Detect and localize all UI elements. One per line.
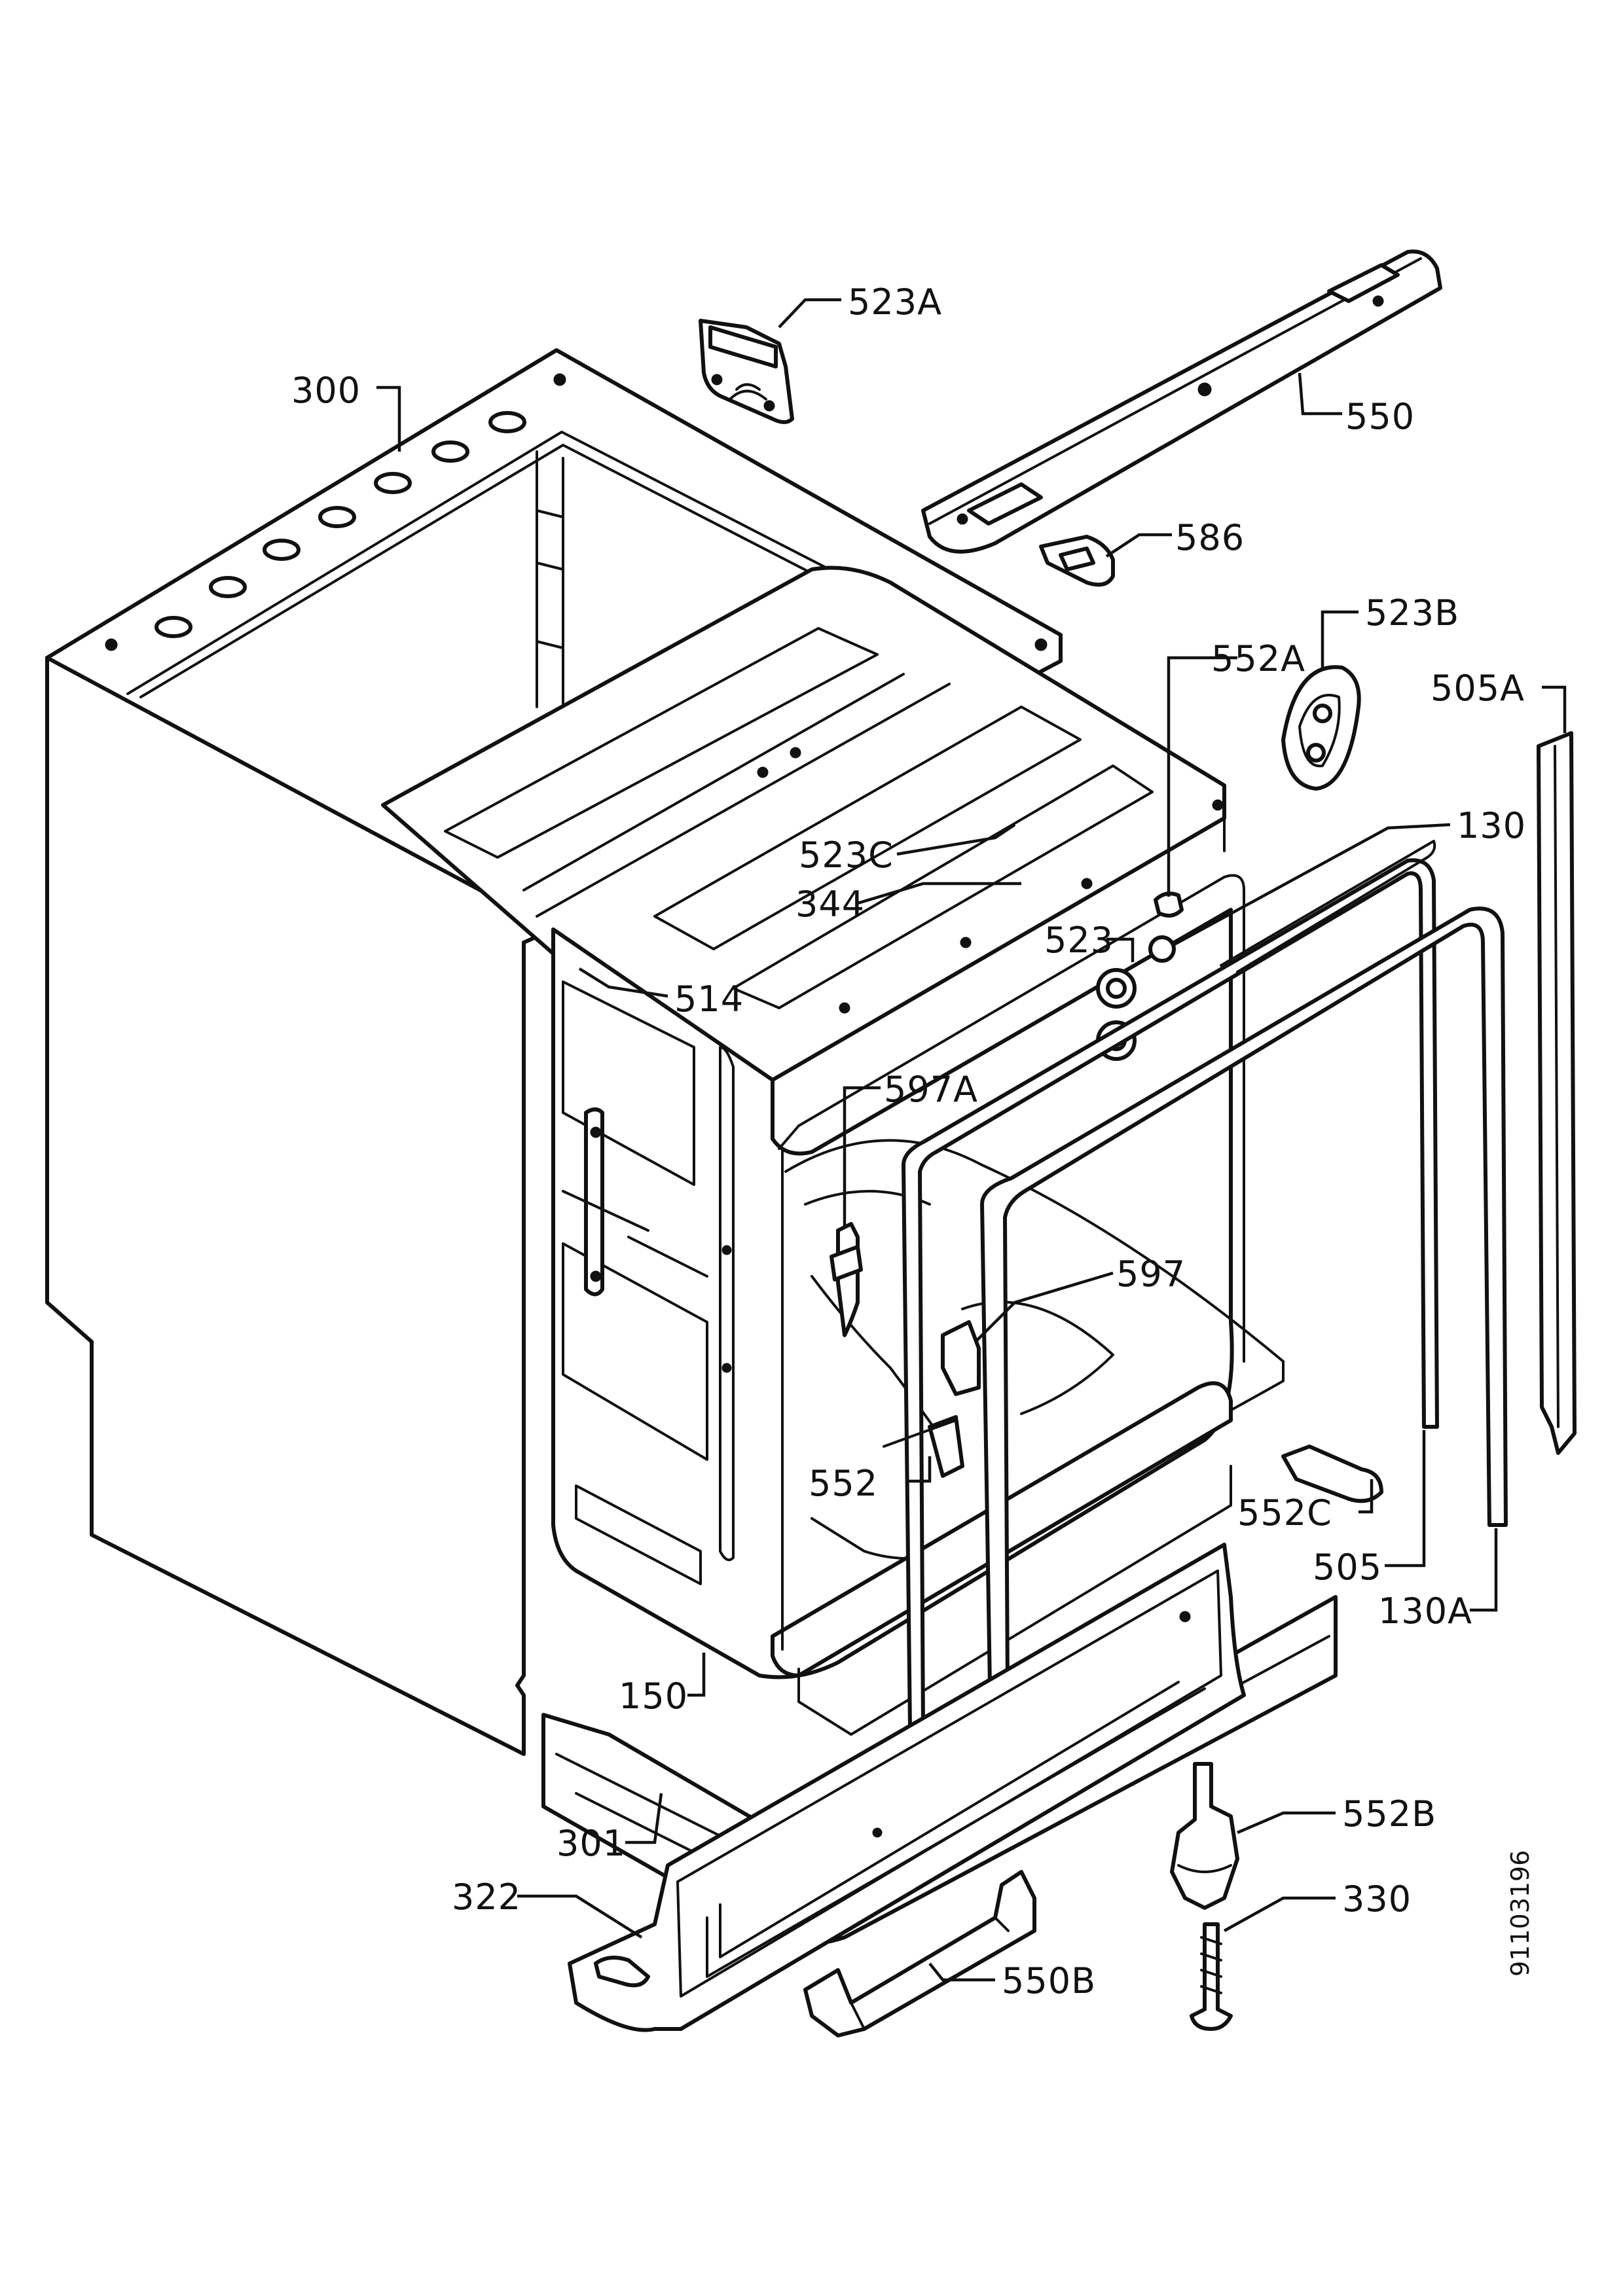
- callout-300: 300: [291, 370, 361, 411]
- latch-597: [941, 1320, 981, 1396]
- callout-523: 523: [1044, 920, 1114, 961]
- callout-550: 550: [1345, 396, 1415, 437]
- pad-523B: [1281, 665, 1361, 791]
- callout-301: 301: [556, 1823, 627, 1864]
- callout-550B: 550B: [1002, 1960, 1097, 2001]
- screw-552A: [1154, 891, 1184, 918]
- top-strip: [921, 249, 1442, 554]
- washer-523: [1148, 935, 1176, 963]
- callout-344: 344: [795, 884, 866, 925]
- callout-505: 505: [1313, 1547, 1383, 1588]
- callout-150: 150: [619, 1676, 689, 1717]
- foot-552C: [1281, 1444, 1383, 1503]
- foot-552B: [1170, 1762, 1239, 1910]
- callout-552A: 552A: [1211, 638, 1306, 679]
- drawing-number: 91103196: [1506, 1850, 1535, 1977]
- callout-505A: 505A: [1431, 668, 1525, 709]
- tub-top: [381, 565, 1226, 1082]
- callout-322: 322: [452, 1876, 522, 1918]
- callout-552C: 552C: [1237, 1492, 1332, 1534]
- callout-523A: 523A: [848, 281, 943, 323]
- callout-597A: 597A: [884, 1069, 979, 1110]
- kickplate-frame-322: [568, 1543, 1246, 2032]
- callout-597: 597: [1116, 1253, 1186, 1295]
- screw-330: [1190, 1922, 1233, 2031]
- callout-330: 330: [1342, 1878, 1412, 1920]
- callout-130A: 130A: [1378, 1590, 1473, 1632]
- callout-552: 552: [809, 1463, 879, 1504]
- leader-lines: [376, 298, 1567, 1982]
- callout-552B: 552B: [1342, 1793, 1437, 1835]
- callout-586: 586: [1175, 517, 1245, 558]
- callout-130: 130: [1457, 805, 1527, 846]
- callout-523B: 523B: [1365, 592, 1460, 634]
- callout-523C: 523C: [799, 834, 894, 876]
- callout-514: 514: [674, 978, 744, 1020]
- handle-bracket-550B: [803, 1870, 1036, 2037]
- bracket-552: [928, 1415, 964, 1478]
